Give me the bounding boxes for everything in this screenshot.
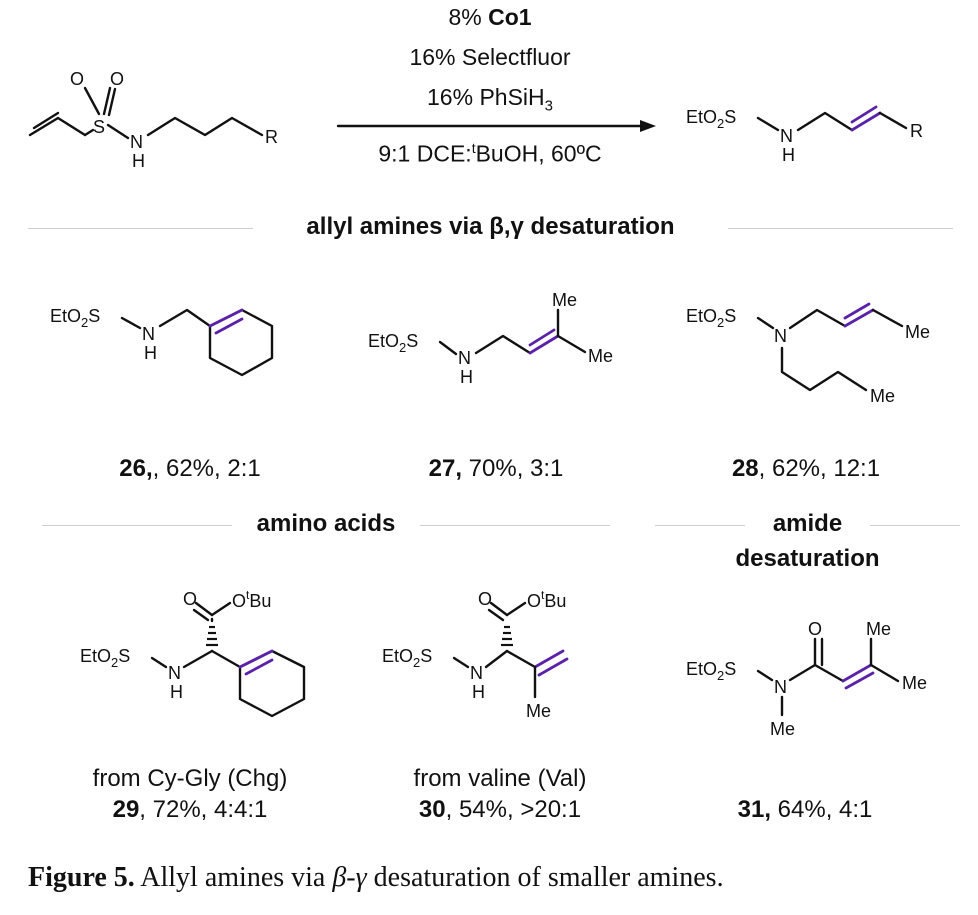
svg-text:O: O (478, 589, 492, 609)
svg-text:N: N (168, 663, 181, 683)
compound-label-31: 31, 64%, 4:1 (737, 796, 873, 823)
amino-acid-structures: O OtBu EtO2S N H O OtBu EtO2S N H (80, 588, 927, 739)
starting-material-structure: S O O N H R (28, 69, 278, 171)
section-heading-amino-acids: amino acids (256, 510, 396, 537)
svg-text:EtO2S: EtO2S (50, 306, 100, 330)
svg-text:S: S (93, 117, 105, 137)
svg-text:EtO2S: EtO2S (368, 331, 418, 355)
allyl-amine-structures: EtO2S N H EtO2S N H Me Me EtO2S N Me Me (50, 290, 930, 406)
svg-text:OtBu: OtBu (527, 588, 566, 611)
compound-label-27: 27, 70%, 3:1 (428, 455, 564, 482)
condition-silane: 16% PhSiH3 (427, 84, 553, 115)
compound-origin-30: from valine (Val) (413, 765, 587, 792)
figure-caption: Figure 5. Allyl amines via β-γ desaturat… (28, 862, 724, 893)
svg-text:O: O (110, 69, 124, 89)
svg-text:EtO2S: EtO2S (80, 646, 130, 670)
compound-origin-29: from Cy-Gly (Chg) (92, 765, 288, 792)
svg-text:N: N (130, 132, 143, 152)
svg-text:R: R (265, 127, 278, 147)
compound-label-30: 30, 54%, >20:1 (418, 796, 582, 823)
svg-text:H: H (132, 151, 145, 171)
svg-text:EtO2S: EtO2S (686, 306, 736, 330)
svg-text:OtBu: OtBu (232, 588, 271, 611)
svg-text:N: N (470, 663, 483, 683)
section-heading-amide-line1: amide (772, 510, 843, 537)
svg-text:O: O (808, 619, 822, 639)
svg-text:H: H (782, 145, 795, 165)
structure-30: O OtBu EtO2S N H Me (382, 588, 569, 721)
svg-text:EtO2S: EtO2S (686, 107, 736, 131)
svg-text:EtO2S: EtO2S (382, 646, 432, 670)
compound-label-29: 29, 72%, 4:4:1 (112, 796, 268, 823)
section-heading-allyl-amines: allyl amines via β,γ desaturation (306, 213, 675, 240)
svg-text:Me: Me (905, 322, 930, 342)
product-structure: EtO2S N H R (686, 105, 923, 165)
svg-text:N: N (780, 126, 793, 146)
svg-text:EtO2S: EtO2S (686, 659, 736, 683)
svg-text:H: H (170, 682, 183, 702)
condition-solvent: 9:1 DCE:tBuOH, 60ºC (378, 140, 602, 167)
condition-catalyst: 8% Co1 (448, 4, 532, 30)
compound-label-28: 28, 62%, 12:1 (731, 455, 881, 482)
svg-text:N: N (774, 326, 787, 346)
svg-text:N: N (458, 348, 471, 368)
condition-oxidant: 16% Selectfluor (409, 44, 571, 70)
svg-text:Me: Me (902, 673, 927, 693)
structure-28: EtO2S N Me Me (686, 302, 930, 406)
svg-text:Me: Me (770, 719, 795, 739)
section-heading-amide-line2: desaturation (735, 545, 880, 572)
svg-text:H: H (472, 682, 485, 702)
svg-text:Me: Me (526, 701, 551, 721)
compound-label-26: 26,, 62%, 2:1 (119, 455, 261, 482)
svg-text:Me: Me (588, 346, 613, 366)
structure-29: O OtBu EtO2S N H (80, 588, 306, 718)
svg-text:H: H (144, 343, 157, 363)
svg-text:Me: Me (870, 386, 895, 406)
arrow-head (640, 120, 656, 132)
svg-text:H: H (460, 367, 473, 387)
svg-text:Me: Me (552, 290, 577, 310)
svg-text:N: N (142, 324, 155, 344)
svg-text:O: O (183, 589, 197, 609)
structure-26: EtO2S N H (50, 306, 274, 377)
reaction-scheme: S O O N H R EtO2S N H R (28, 69, 923, 171)
structure-31: EtO2S N Me O Me Me (686, 619, 927, 739)
svg-text:Me: Me (866, 619, 891, 639)
structure-27: EtO2S N H Me Me (368, 290, 613, 387)
svg-text:N: N (774, 677, 787, 697)
svg-text:O: O (70, 69, 84, 89)
svg-text:R: R (910, 121, 923, 141)
